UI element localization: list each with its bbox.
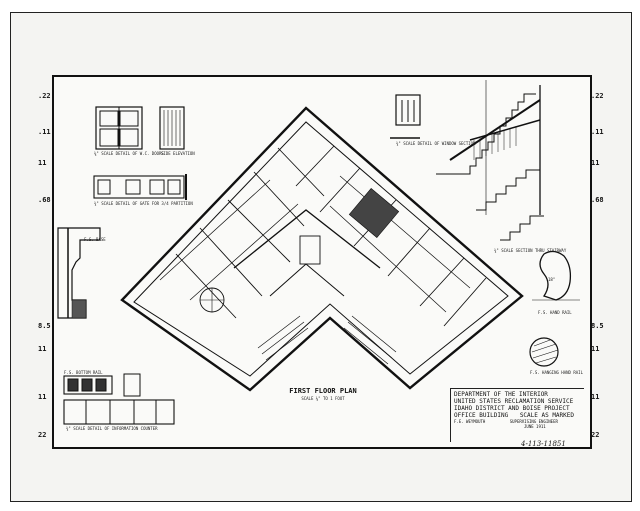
stairway-section-label: ¾" SCALE SECTION THRU STAIRWAY [494,248,567,253]
margin-mark: .22 [591,92,604,100]
title-line-building: OFFICE BUILDING SCALE AS MARKED [454,412,584,419]
title-building-name: OFFICE BUILDING [454,412,509,419]
plan-title: FIRST FLOOR PLAN [289,387,357,395]
title-engineer-role: SUPERVISING ENGINEER [509,419,558,424]
title-line-district: IDAHO DISTRICT AND BOISE PROJECT [454,405,570,412]
gate-detail [93,174,187,200]
dimension-label: 18" [548,277,556,282]
drawing-number: 4-113-11851 [521,440,566,448]
hanging-hand-rail-label: F.S. HANGING HAND RAIL [530,370,583,375]
hand-rail-label: F.S. HAND RAIL [538,310,572,315]
window-section-label: ¾" SCALE DETAIL OF WINDOW SECTION [396,141,476,146]
title-block: DEPARTMENT OF THE INTERIOR UNITED STATES… [450,388,584,442]
title-line-department: DEPARTMENT OF THE INTERIOR [454,391,548,398]
margin-mark: 8.5 [38,322,51,330]
side-elevation-label: SIDE ELEVATION [161,151,195,156]
title-line-engineer: F.E. WEYMOUTH SUPERVISING ENGINEER [454,419,584,424]
cabinet-detail-label: ¾" SCALE DETAIL OF INFORMATION COUNTER [66,426,158,431]
floor-plan [120,106,524,392]
margin-mark: 11 [591,393,600,401]
side-elevation-detail [159,106,185,150]
margin-mark: 22 [38,431,47,439]
door-elevation-label: ⅜" SCALE DETAIL OF W.C. DOORS [94,151,164,156]
margin-mark: .22 [38,92,51,100]
window-section-detail [390,94,421,139]
margin-mark: 11 [38,393,47,401]
margin-mark: 11 [591,345,600,353]
margin-mark: 22 [591,431,600,439]
margin-mark: .68 [591,196,604,204]
title-line-service: UNITED STATES RECLAMATION SERVICE [454,398,574,405]
hand-rail-profile-detail [532,250,580,301]
base-profile-detail [57,227,101,319]
stairway-section-detail [436,80,544,241]
margin-mark: .68 [38,196,51,204]
plan-scale: SCALE ⅛" TO 1 FOOT [301,396,345,401]
bottom-rail-label: F.S. BOTTOM RAIL [64,370,103,375]
margin-mark: 11 [38,159,47,167]
hanging-hand-rail-detail [529,337,559,367]
gate-detail-label: ¾" SCALE DETAIL OF GATE FOR 3/4 PARTITIO… [94,201,193,206]
cabinet-detail [63,373,175,425]
margin-mark: .11 [591,128,604,136]
door-elevation-detail [95,106,143,150]
title-engineer-name: F.E. WEYMOUTH [454,419,486,424]
margin-mark: 8.5 [591,322,604,330]
margin-mark: 11 [591,159,600,167]
margin-mark: .11 [38,128,51,136]
title-scale: SCALE AS MARKED [519,412,574,419]
base-label: F.S. BASE [84,237,106,242]
title-date: JUNE 1911 [524,424,546,429]
margin-mark: 11 [38,345,47,353]
